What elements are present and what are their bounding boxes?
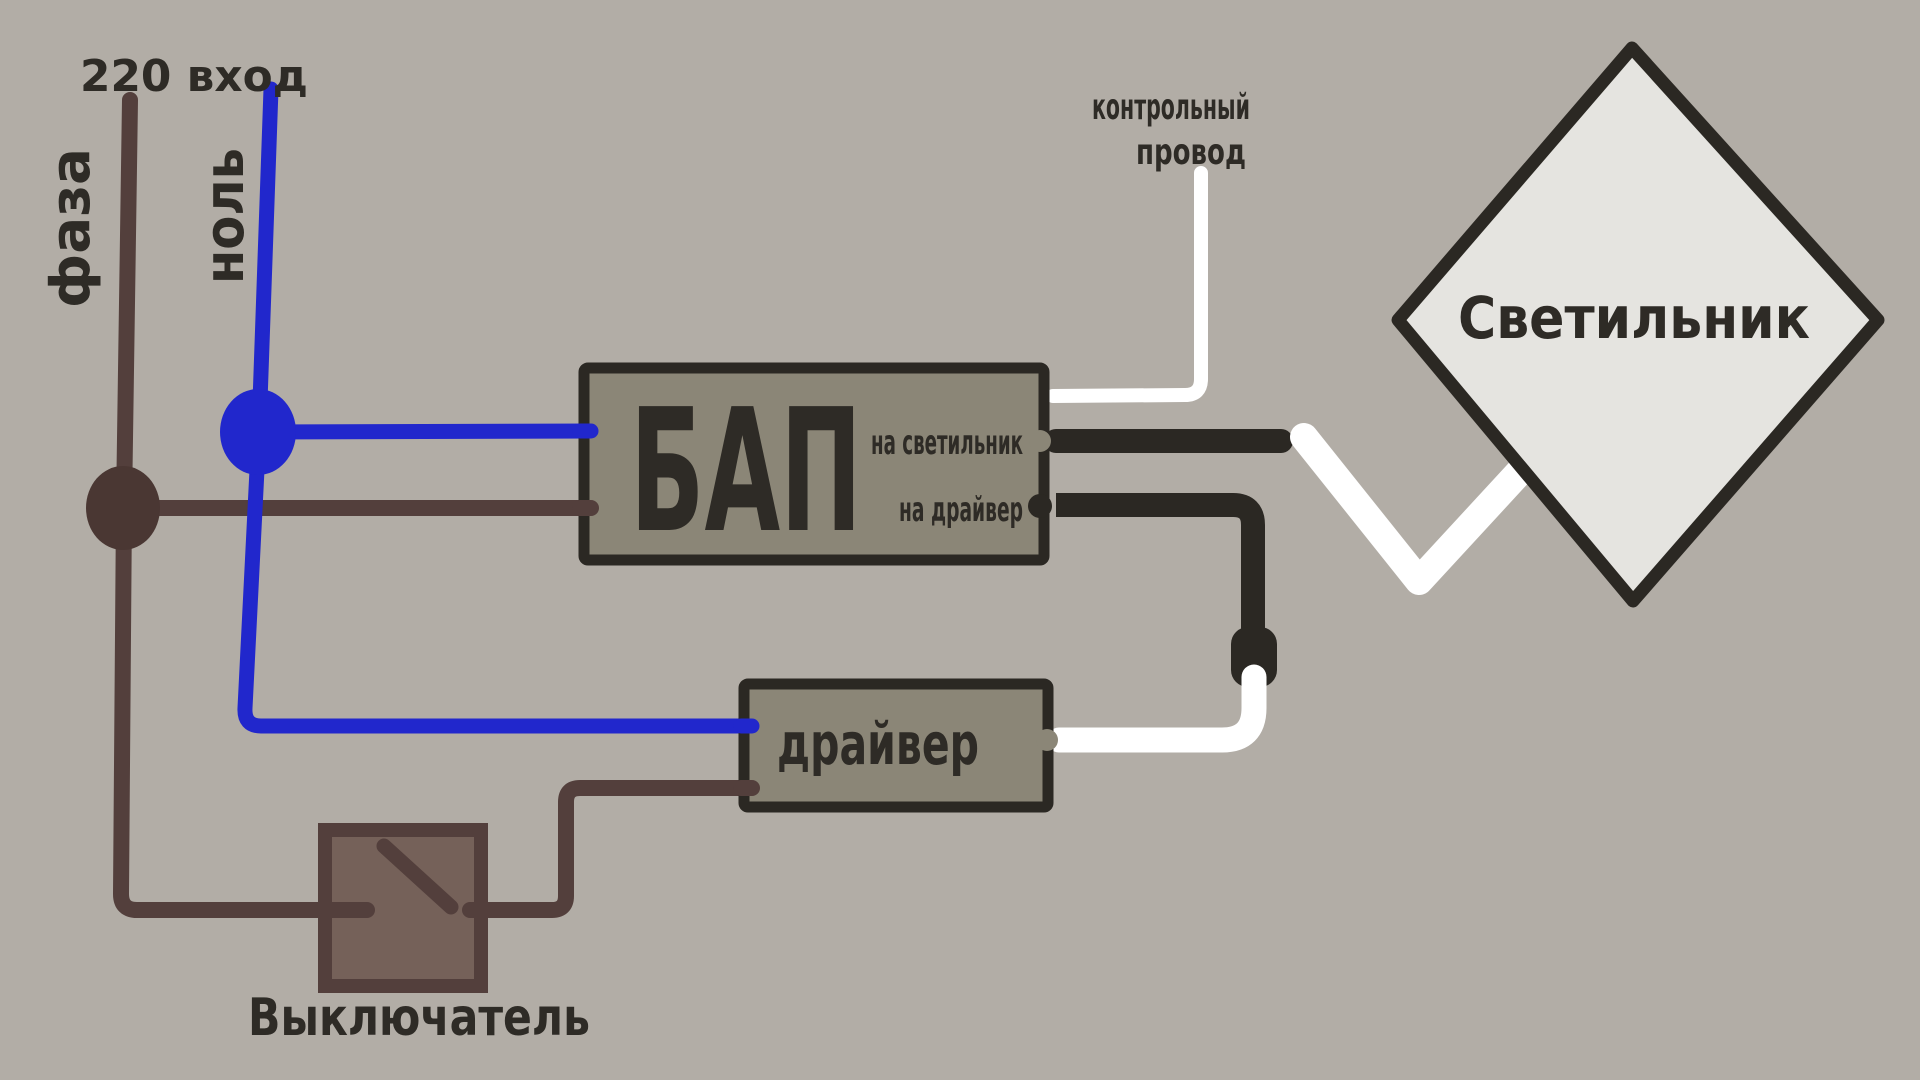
driver-output-wire [1056, 493, 1265, 649]
label-220-input: 220 вход [80, 51, 308, 102]
neutral-junction-dot [220, 389, 296, 475]
switch-to-driver-wire [462, 780, 760, 918]
label-control-wire-line1: контрольный [1092, 87, 1250, 128]
neutral-wire [237, 81, 760, 734]
label-bap: БАП [630, 373, 862, 571]
label-neutral: ноль [193, 148, 256, 284]
bap-lamp-port-dot [1029, 430, 1051, 452]
lamp-white-wire [1290, 423, 1551, 595]
bap-driver-port-dot [1028, 494, 1052, 518]
switch-lever [376, 838, 459, 915]
phase-wire [113, 92, 375, 918]
label-phase: фаза [39, 148, 102, 308]
label-to-lamp: на светильник [871, 423, 1023, 463]
label-lamp: Светильник [1458, 284, 1810, 352]
phase-junction-dot [86, 466, 160, 550]
label-control-wire-line2: провод [1136, 132, 1246, 173]
label-switch: Выключатель [248, 988, 590, 1048]
neutral-branch-to-bap-wire [252, 423, 604, 440]
lamp-diamond [1391, 41, 1885, 608]
driver-white-wire [1046, 664, 1267, 753]
driver-output-port-dot [1036, 729, 1058, 751]
bap-box [578, 362, 1050, 566]
label-to-driver: на драйвер [899, 490, 1023, 530]
label-driver: драйвер [777, 710, 979, 778]
control-wire [1046, 166, 1208, 403]
wire-connector-sleeve [1231, 627, 1277, 687]
